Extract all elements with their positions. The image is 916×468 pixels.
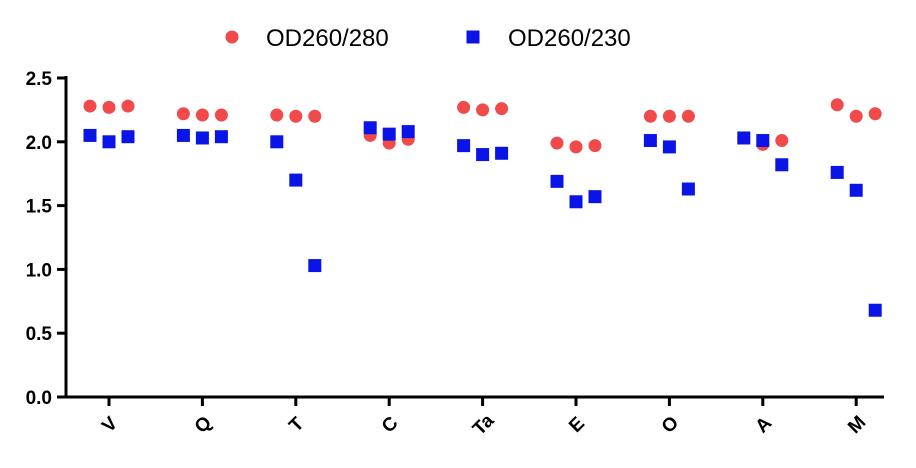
- point-od260-230: [289, 173, 303, 187]
- point-od260-280: [121, 99, 135, 113]
- point-od260-280: [195, 108, 209, 122]
- point-od260-280: [495, 102, 509, 116]
- point-od260-230: [102, 135, 116, 149]
- point-od260-230: [495, 146, 509, 160]
- point-od260-230: [401, 125, 415, 139]
- point-od260-280: [643, 109, 657, 123]
- y-tick-label: 0.0: [26, 388, 52, 409]
- legend-marker-circle: [225, 30, 239, 44]
- point-od260-280: [457, 100, 471, 114]
- x-tick-label: Ta: [469, 410, 499, 440]
- point-od260-280: [849, 109, 863, 123]
- x-tick-label: C: [378, 413, 403, 438]
- point-od260-230: [195, 131, 209, 145]
- point-od260-280: [550, 136, 564, 150]
- axes: 0.0 0.5 1.0 1.5 2.0 2.5V Q T C Ta E O A M: [26, 69, 884, 440]
- point-od260-230: [550, 174, 564, 188]
- x-tick-label: E: [565, 413, 589, 437]
- point-od260-230: [756, 134, 770, 148]
- point-od260-280: [588, 139, 602, 153]
- point-od260-230: [457, 139, 471, 153]
- legend-label: OD260/230: [508, 25, 631, 52]
- point-od260-230: [588, 190, 602, 204]
- y-tick-label: 0.5: [26, 324, 53, 345]
- point-od260-230: [270, 135, 284, 149]
- point-od260-280: [102, 100, 116, 114]
- point-od260-230: [830, 165, 844, 179]
- x-tick-label: Q: [191, 412, 216, 437]
- y-tick-label: 2.0: [26, 133, 52, 154]
- point-od260-280: [476, 103, 490, 117]
- point-od260-280: [83, 99, 97, 113]
- point-od260-230: [308, 259, 322, 273]
- point-od260-280: [289, 109, 303, 123]
- point-od260-230: [681, 182, 695, 196]
- point-od260-230: [849, 183, 863, 197]
- point-od260-230: [83, 128, 97, 142]
- point-od260-230: [363, 121, 377, 135]
- point-od260-280: [308, 109, 322, 123]
- point-od260-230: [382, 127, 396, 141]
- point-od260-230: [775, 158, 789, 172]
- point-od260-280: [868, 107, 882, 121]
- point-od260-280: [662, 109, 676, 123]
- point-od260-280: [681, 109, 695, 123]
- point-od260-280: [569, 140, 583, 154]
- data-marks: [83, 98, 882, 317]
- point-od260-230: [569, 195, 583, 209]
- x-tick-label: O: [658, 412, 683, 437]
- legend-marker-square: [466, 30, 480, 44]
- point-od260-280: [176, 107, 190, 121]
- point-od260-230: [662, 140, 676, 154]
- y-tick-label: 2.5: [26, 69, 53, 90]
- x-tick-label: M: [844, 412, 870, 438]
- legend: OD260/280 OD260/230: [225, 25, 631, 52]
- point-od260-230: [868, 303, 882, 317]
- point-od260-230: [737, 131, 751, 145]
- x-tick-label: A: [752, 413, 777, 438]
- point-od260-230: [121, 130, 135, 144]
- point-od260-230: [643, 134, 657, 148]
- point-od260-230: [176, 128, 190, 142]
- point-od260-230: [214, 130, 228, 144]
- y-tick-label: 1.5: [26, 197, 53, 218]
- legend-label: OD260/280: [266, 25, 389, 52]
- point-od260-280: [270, 108, 284, 122]
- y-tick-label: 1.0: [26, 260, 52, 281]
- point-od260-280: [830, 98, 844, 112]
- point-od260-230: [476, 148, 490, 162]
- x-tick-label: V: [98, 413, 122, 437]
- point-od260-280: [775, 134, 789, 148]
- x-tick-label: T: [285, 413, 308, 436]
- point-od260-280: [214, 108, 228, 122]
